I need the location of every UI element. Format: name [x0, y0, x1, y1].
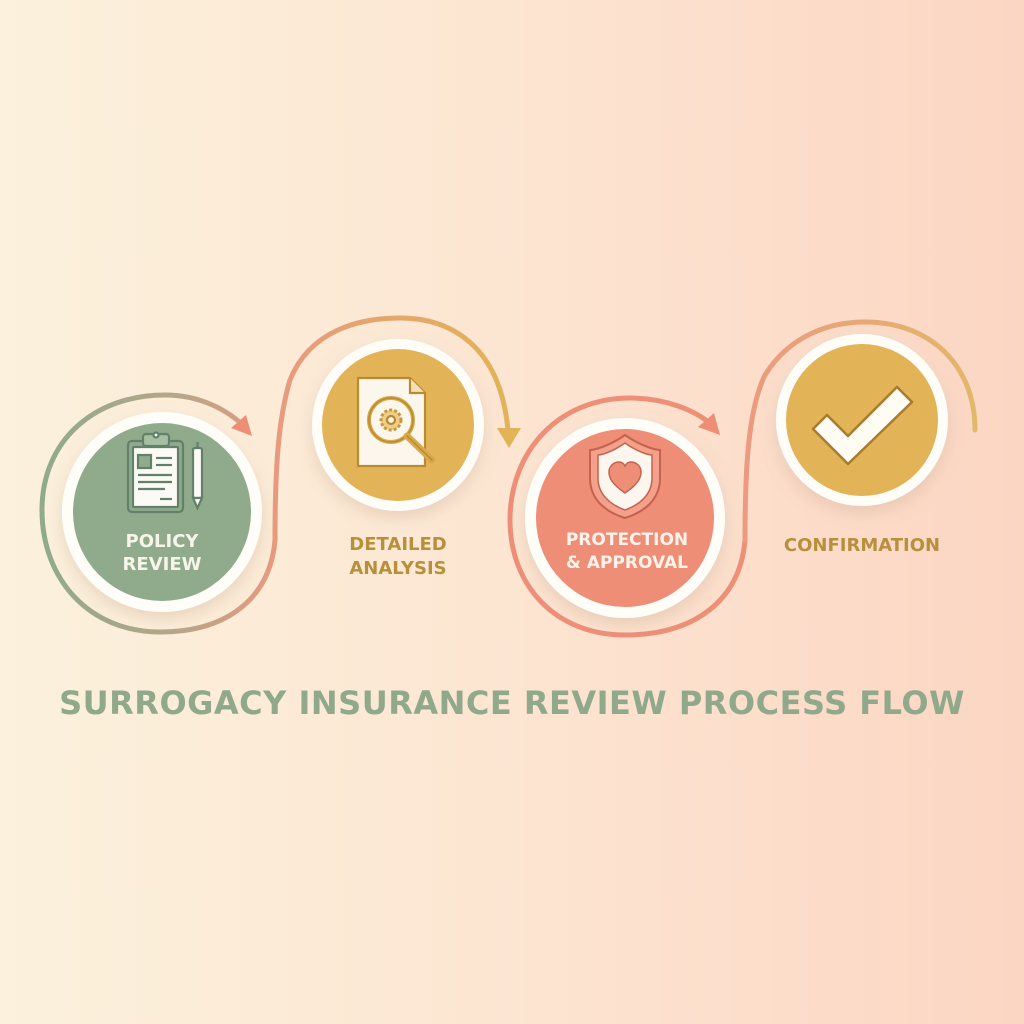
- step-2-detailed-analysis[interactable]: DETAILED ANALYSIS: [303, 330, 493, 579]
- step-1-label-line2: REVIEW: [123, 554, 202, 575]
- step-1-policy-review[interactable]: POLICY REVIEW: [52, 402, 272, 622]
- connector-step1-to-step2: [272, 315, 511, 543]
- step-2-label-line2: ANALYSIS: [349, 558, 446, 579]
- step-4-label: CONFIRMATION: [784, 535, 940, 556]
- arrow-head-1: [231, 415, 252, 436]
- arrow-head-3: [698, 413, 720, 435]
- checkmark-icon: [811, 385, 914, 466]
- step-1-label-line1: POLICY: [126, 531, 200, 552]
- step-2-label-line1: DETAILED: [349, 534, 446, 555]
- document-magnifier-gear-icon: [356, 376, 436, 468]
- clipboard-pen-icon: [126, 431, 204, 514]
- step-3-label-line1: PROTECTION: [566, 530, 688, 550]
- step-3-protection-approval[interactable]: PROTECTION & APPROVAL: [515, 408, 735, 628]
- step-3-label-line2: & APPROVAL: [566, 553, 688, 573]
- shield-heart-icon: [589, 433, 661, 520]
- connector-step3-to-step4: [742, 319, 978, 543]
- connector-step3-ring: [507, 395, 748, 638]
- step-4-confirmation[interactable]: CONFIRMATION: [767, 325, 957, 556]
- connector-step1-ring: [39, 392, 278, 635]
- arrow-head-2: [497, 428, 521, 448]
- connector-paths: [39, 315, 978, 638]
- diagram-title: SURROGACY INSURANCE REVIEW PROCESS FLOW: [59, 684, 965, 722]
